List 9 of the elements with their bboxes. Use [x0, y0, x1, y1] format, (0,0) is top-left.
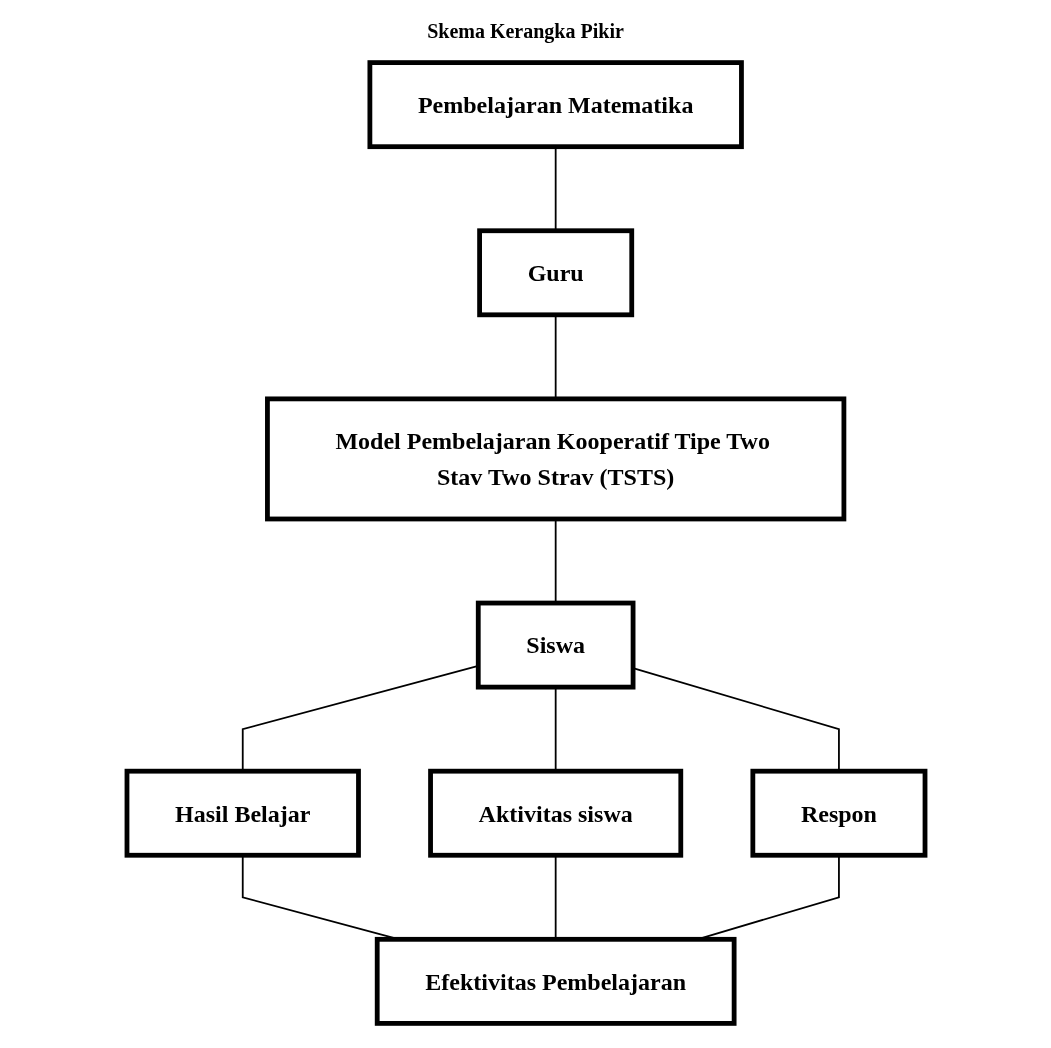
diagram-title: Skema Kerangka Pikir: [426, 20, 625, 43]
node-box: Pembelajaran Matematika: [367, 60, 744, 150]
node-box: Guru: [476, 228, 634, 318]
node-box: Respon: [749, 768, 927, 858]
node-box: Aktivitas siswa: [427, 768, 683, 858]
node-box: Efektivitas Pembelajaran: [374, 936, 737, 1026]
node-box: Model Pembelajaran Kooperatif Tipe Two Stav Two Strav (TSTS): [264, 396, 846, 522]
node-box: Siswa: [475, 600, 635, 690]
node-box: Hasil Belajar: [124, 768, 361, 858]
